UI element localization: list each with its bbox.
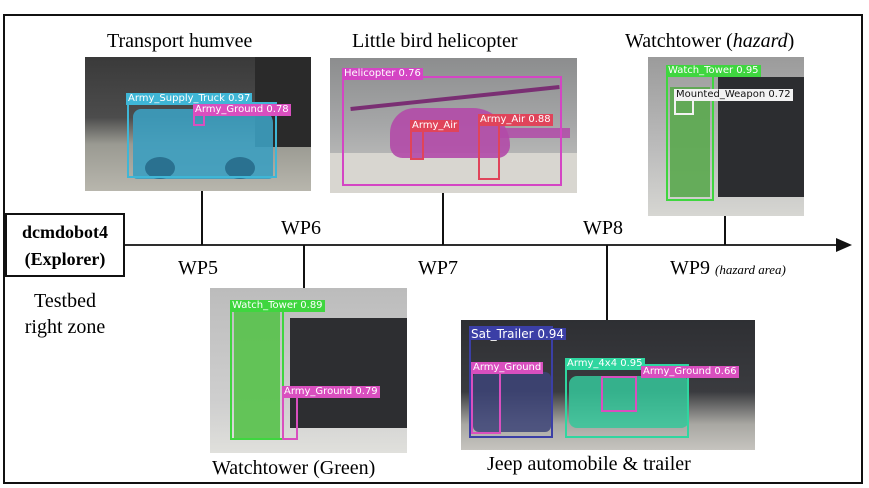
det-box-army-air-2 [478, 124, 500, 180]
wp9-text: WP9 [670, 257, 710, 279]
det-label-supply-truck: Army_Supply_Truck 0.97 [126, 93, 253, 105]
caption-humvee: Transport humvee [107, 30, 253, 52]
photo-jeep: Sat_Trailer 0.94 Army_Ground Army_4x4 0.… [461, 320, 755, 450]
det-label-army-ground-jeep-1: Army_Ground [471, 362, 544, 374]
det-box-watch-tower-green [230, 300, 284, 440]
caption-helicopter: Little bird helicopter [352, 30, 518, 52]
robot-role: (Explorer) [24, 249, 106, 269]
connector-wp5 [201, 191, 203, 245]
caption-watchtower-hazard: Watchtower (hazard) [625, 31, 794, 51]
connector-wp6 [303, 245, 305, 288]
wp8-label: WP8 [583, 217, 623, 239]
wp9-note: (hazard area) [715, 262, 786, 277]
det-label-watch-tower-hazard: Watch_Tower 0.95 [666, 65, 761, 77]
det-label-helicopter: Helicopter 0.76 [342, 68, 423, 80]
det-label-sat-trailer: Sat_Trailer 0.94 [469, 327, 567, 341]
figure-frame [3, 14, 863, 484]
caption-jeep: Jeep automobile & trailer [487, 453, 691, 475]
det-box-army-ground-jeep-2 [601, 376, 637, 412]
wp9-label: WP9 (hazard area) [670, 258, 786, 278]
connector-wp8 [606, 245, 608, 321]
det-box-sat-trailer [469, 326, 553, 438]
det-box-helicopter [342, 76, 562, 186]
det-label-army-4x4: Army_4x4 0.95 [565, 358, 645, 370]
robot-label: dcmdobot4 (Explorer) [5, 213, 125, 277]
det-label-watch-tower-green: Watch_Tower 0.89 [230, 300, 325, 312]
det-label-army-ground-jeep-2: Army_Ground 0.66 [641, 366, 739, 378]
connector-wp9 [724, 216, 726, 245]
caption-watchtower-prefix: Watchtower ( [625, 30, 733, 52]
det-box-mounted-weapon [674, 99, 694, 115]
connector-wp7 [442, 193, 444, 245]
caption-watchtower-suffix: ) [787, 30, 795, 52]
zone-label: Testbed right zone [10, 288, 120, 340]
det-label-army-ground-green: Army_Ground 0.79 [282, 386, 380, 398]
zone-line2: right zone [24, 316, 106, 338]
caption-hazard-word: hazard [732, 30, 788, 52]
wp5-label: WP5 [178, 257, 218, 279]
wp7-label: WP7 [418, 257, 458, 279]
photo-helicopter: Helicopter 0.76 Army_Air Army_Air 0.88 [330, 58, 577, 193]
det-box-army-ground-green [282, 394, 298, 440]
robot-name: dcmdobot4 [21, 222, 108, 242]
det-box-army-ground-jeep-1 [471, 368, 501, 434]
zone-line1: Testbed [34, 290, 96, 312]
photo-humvee: Army_Supply_Truck 0.97 Army_Ground 0.78 [85, 57, 311, 191]
det-label-army-air-2: Army_Air 0.88 [478, 114, 553, 126]
det-label-mounted-weapon: Mounted_Weapon 0.72 [674, 89, 793, 101]
det-label-army-air-1: Army_Air [410, 120, 460, 132]
caption-watchtower-green: Watchtower (Green) [212, 457, 376, 479]
det-box-army-air-1 [410, 130, 424, 160]
wp6-label: WP6 [281, 217, 321, 239]
photo-watchtower-hazard: Watch_Tower 0.95 Mounted_Weapon 0.72 [648, 57, 804, 216]
photo-watchtower-green: Watch_Tower 0.89 Army_Ground 0.79 [210, 288, 407, 453]
det-label-army-ground: Army_Ground 0.78 [193, 104, 291, 116]
